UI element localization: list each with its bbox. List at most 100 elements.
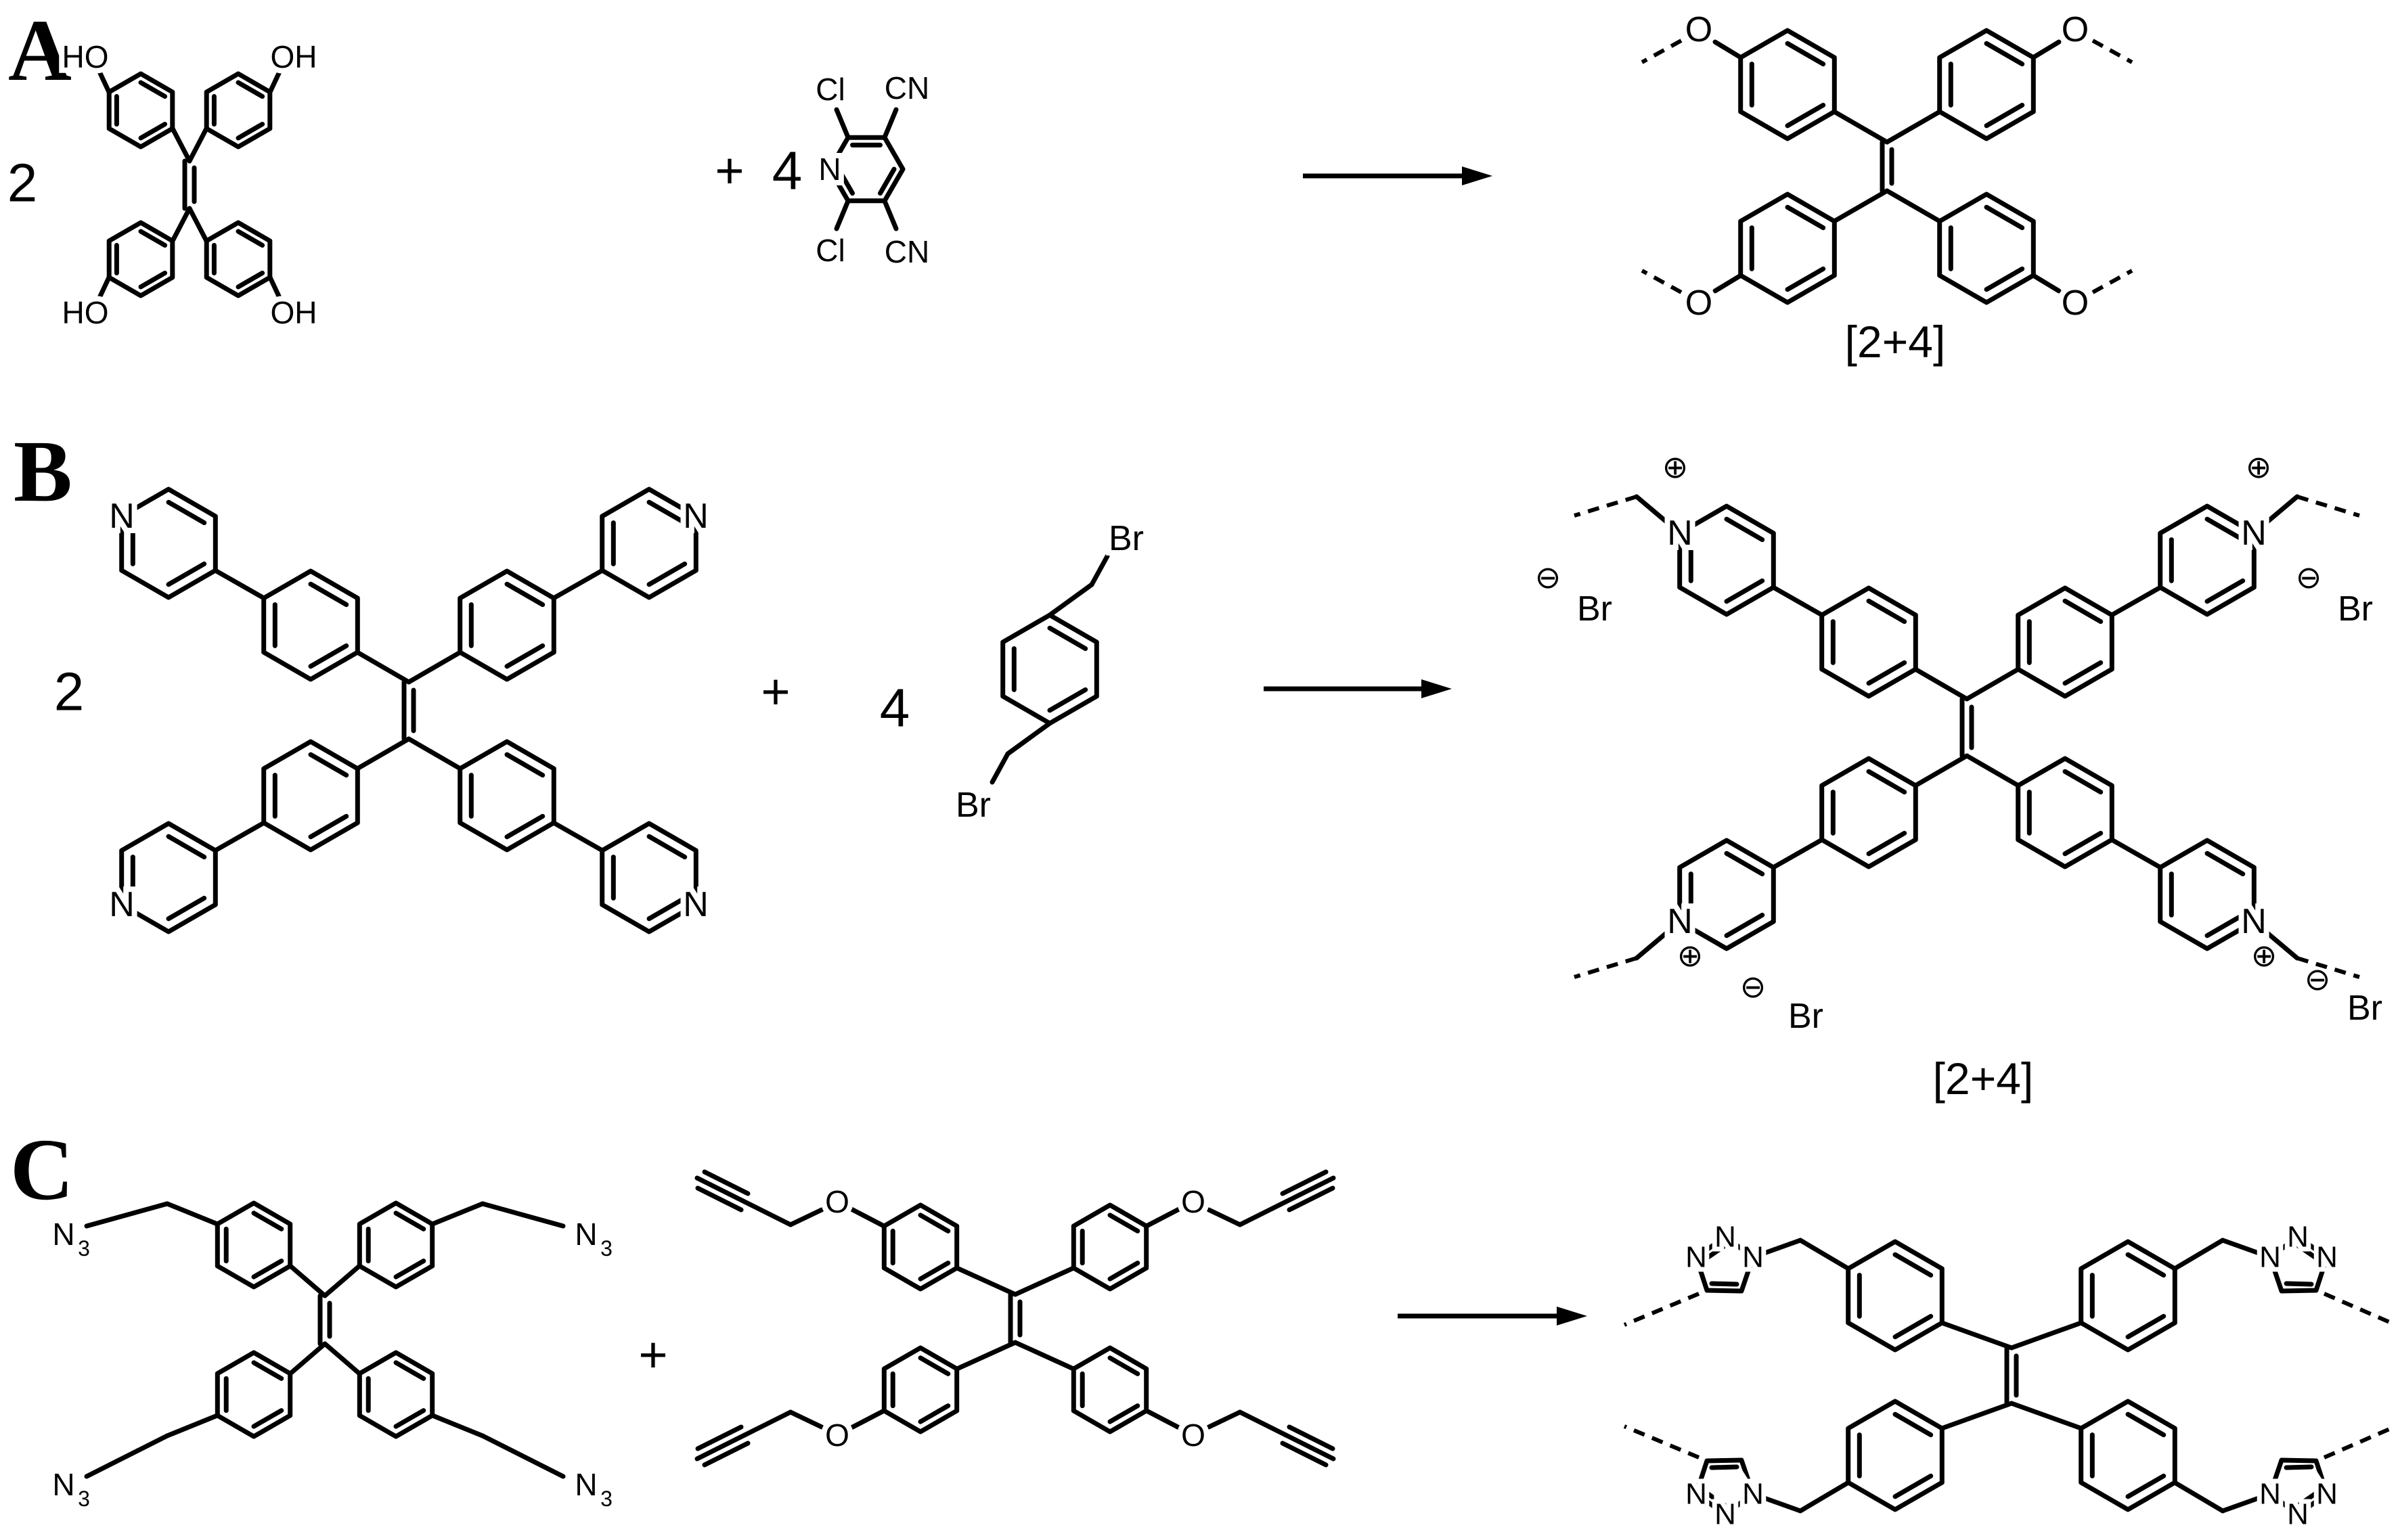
azide-label: N xyxy=(575,1217,597,1252)
triazole-ring-top-right: N N N xyxy=(2255,1216,2394,1326)
pyridinium-ring xyxy=(1680,506,1774,614)
triazole-nitrogen-label: N xyxy=(1685,1241,1707,1274)
benzene-ring xyxy=(359,1353,432,1436)
benzene-ring xyxy=(217,1353,290,1436)
pyridine-ring xyxy=(122,823,216,932)
benzene-ring xyxy=(206,74,270,147)
panel-c: C xyxy=(10,1121,2394,1536)
panel-b-coefficient-1: 2 xyxy=(54,662,85,722)
benzene-ring xyxy=(359,1203,432,1287)
reaction-arrow-c xyxy=(1398,1307,1587,1326)
benzene-ring xyxy=(109,74,173,147)
triazole-ring-bottom-left: N N N xyxy=(1623,1424,1769,1536)
pyridinium-ring xyxy=(1680,840,1774,949)
benzene-ring xyxy=(1073,1348,1146,1432)
benzene-ring xyxy=(2018,758,2112,867)
tpe-core-bonds xyxy=(96,68,283,302)
benzene-ring xyxy=(1073,1205,1146,1289)
bromine-label: Br xyxy=(1109,519,1144,558)
stoichiometry-label: [2+4] xyxy=(1933,1054,2034,1104)
pyridine-ring xyxy=(602,489,696,597)
triazole-nitrogen-label: N xyxy=(2259,1241,2281,1274)
benzene-ring xyxy=(1822,758,1916,867)
methylene-linker-bonds xyxy=(1750,1238,2273,1514)
panel-c-label: C xyxy=(10,1121,74,1219)
molecule-bis-bromomethyl-benzene: Br Br xyxy=(950,514,1149,830)
bromine-label: Br xyxy=(956,786,991,825)
pyridinium-nitrogen-label: N xyxy=(2241,514,2267,553)
molecule-product-a: O O O O [2+4] xyxy=(1641,5,2133,367)
benzene-ring xyxy=(884,1205,956,1289)
panel-a-label: A xyxy=(8,2,72,99)
benzene-ring xyxy=(2018,588,2112,696)
benzene-ring xyxy=(1940,194,2034,302)
plus-sign: + xyxy=(638,1327,667,1383)
reaction-arrow-a xyxy=(1303,166,1492,185)
azide-label: N xyxy=(575,1467,597,1502)
ether-oxygen-label: O xyxy=(1181,1418,1205,1453)
triazole-ring-top-left: N N N xyxy=(1623,1216,1769,1327)
pyridinium-ring xyxy=(2160,840,2255,949)
substituent-bonds xyxy=(834,107,899,231)
pyridine-ring xyxy=(602,823,696,932)
molecule-tetrapropargyloxy-tpe: O O O O xyxy=(694,1169,1336,1468)
molecule-tetrahydroxyphenyl-ethylene: HO OH HO OH xyxy=(57,34,323,336)
pyridine-nitrogen-label: N xyxy=(683,497,709,536)
panel-b: B 2 N N xyxy=(14,423,2388,1104)
benzene-ring xyxy=(109,223,173,296)
benzene-ring xyxy=(1848,1401,1942,1510)
nitrile-label: CN xyxy=(885,70,929,106)
ether-oxygen-label: O xyxy=(1685,10,1712,49)
polymer-continuation-dashes xyxy=(1574,495,2360,979)
azide-subscript: 3 xyxy=(78,1236,90,1261)
benzene-ring xyxy=(1741,194,1835,302)
chlorine-label: Cl xyxy=(816,72,845,107)
plus-charge-icon: ⊕ xyxy=(1662,449,1689,485)
triazole-nitrogen-label: N xyxy=(2316,1478,2338,1511)
plus-charge-icon: ⊕ xyxy=(1677,937,1704,974)
triazole-nitrogen-label: N xyxy=(2287,1221,2309,1254)
triazole-nitrogen-label: N xyxy=(1742,1241,1764,1274)
ether-oxygen-label: O xyxy=(2062,284,2089,323)
benzene-ring xyxy=(264,742,358,850)
tpe-core-bonds xyxy=(213,568,605,853)
benzene-ring xyxy=(264,571,358,679)
benzene-ring xyxy=(206,223,270,296)
ether-oxygen-label: O xyxy=(1685,284,1712,323)
triazole-nitrogen-label: N xyxy=(2316,1241,2338,1274)
molecule-product-b: N N N N ⊕ ⊕ ⊕ ⊕ ⊖ ⊖ ⊖ ⊖ Br Br Br Br [2+4… xyxy=(1532,446,2388,1104)
panel-b-label: B xyxy=(14,423,72,520)
nitrile-label: CN xyxy=(885,234,929,269)
tpe-core-bonds xyxy=(1939,1320,2084,1431)
hydroxyl-label: OH xyxy=(271,295,317,330)
pyridinium-nitrogen-label: N xyxy=(2241,902,2267,941)
minus-charge-icon: ⊖ xyxy=(1535,559,1561,595)
panel-a-coefficient-2: 4 xyxy=(772,141,803,201)
bromide-label: Br xyxy=(1577,589,1612,629)
propargyl-ether-bonds xyxy=(694,1169,1336,1468)
azide-label: N xyxy=(52,1217,74,1252)
benzene-ring xyxy=(460,571,554,679)
tpe-core-bonds xyxy=(1771,585,2163,870)
benzene-ring xyxy=(2081,1242,2175,1350)
bromide-label: Br xyxy=(1788,997,1823,1036)
benzene-ring xyxy=(1822,588,1916,696)
pyridinium-nitrogen-label: N xyxy=(1667,514,1693,553)
pyridine-ring xyxy=(122,489,216,597)
benzene-ring xyxy=(1741,30,1835,139)
plus-sign: + xyxy=(715,143,744,199)
benzene-ring xyxy=(1003,615,1097,723)
benzene-ring xyxy=(1848,1242,1942,1350)
ether-oxygen-label: O xyxy=(1181,1184,1205,1219)
azide-subscript: 3 xyxy=(600,1236,613,1261)
tpe-core-bonds xyxy=(954,1265,1076,1372)
hydroxyl-label: HO xyxy=(62,39,109,74)
panel-b-coefficient-2: 4 xyxy=(880,678,910,738)
tpe-core-bonds xyxy=(288,1263,362,1376)
molecule-product-c: N N N N N N N N N xyxy=(1623,1216,2394,1536)
minus-charge-icon: ⊖ xyxy=(2296,559,2322,595)
molecule-tetraazidomethyl-tpe: N 3 N 3 N 3 N 3 xyxy=(47,1203,616,1514)
benzene-ring xyxy=(884,1348,956,1432)
